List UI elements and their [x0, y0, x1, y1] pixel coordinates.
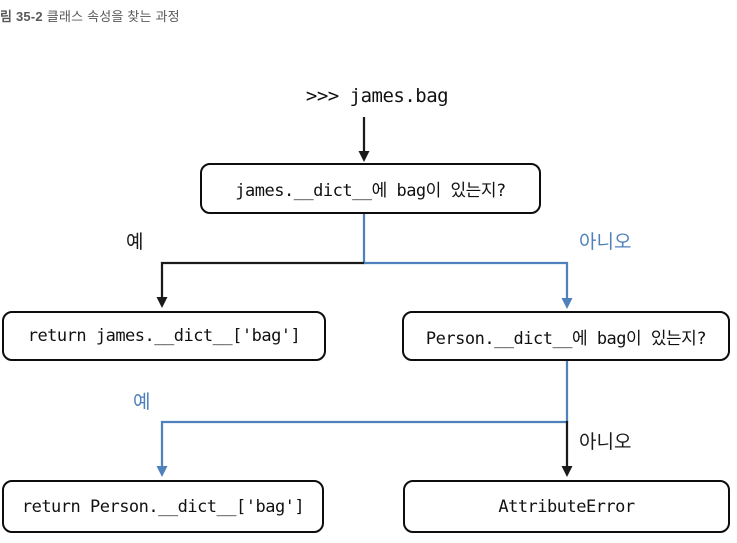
node-return-person-dict: return Person.__dict__['bag'] — [2, 480, 324, 533]
edge-branch2-yes — [160, 420, 568, 466]
branch2-yes-label: 예 — [133, 392, 151, 413]
arrowhead-branch1-no — [561, 298, 573, 309]
node-check-person-dict: Person.__dict__에 bag이 있는지? — [402, 311, 730, 361]
branch1-yes-label: 예 — [126, 232, 144, 253]
edge-branch1-yes — [160, 261, 365, 297]
edge-branch1-no — [364, 261, 569, 298]
arrowhead-branch2-no — [561, 466, 573, 477]
branch1-no-label: 아니오 — [579, 232, 632, 253]
arrowhead-branch2-yes — [156, 466, 168, 477]
arrowhead-start-to-check-james — [358, 151, 370, 162]
node-check-james-dict: james.__dict__에 bag이 있는지? — [200, 163, 541, 214]
repl-expression: >>> james.bag — [305, 85, 449, 107]
node-return-james-dict: return james.__dict__['bag'] — [2, 311, 326, 361]
figure-number: 림 35-2 — [0, 9, 43, 24]
branch2-no-label: 아니오 — [579, 432, 632, 453]
node-attribute-error: AttributeError — [403, 480, 730, 533]
figure-title: 클래스 속성을 찾는 과정 — [46, 9, 180, 24]
arrowhead-branch1-yes — [156, 297, 168, 308]
